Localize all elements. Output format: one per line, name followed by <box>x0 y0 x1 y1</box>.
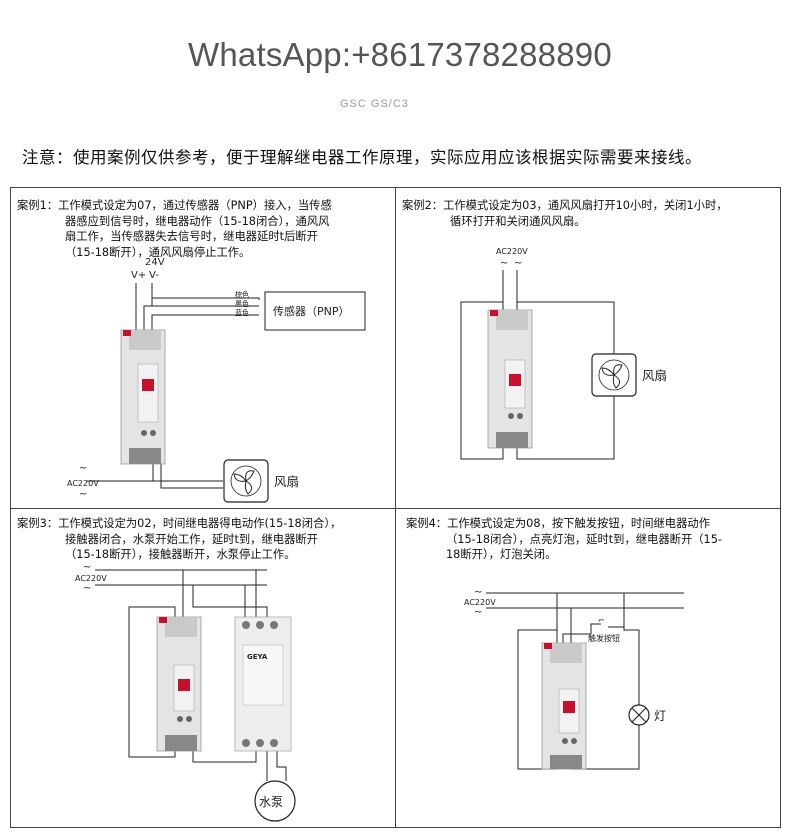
relay-display <box>563 701 575 713</box>
relay-module <box>120 329 166 465</box>
fan-icon <box>223 459 269 503</box>
fan-label: 风扇 <box>642 368 667 383</box>
switch-symbol: ⌐ <box>598 616 605 625</box>
ac-label: AC220V <box>67 479 99 488</box>
tilde: ~ <box>83 583 91 594</box>
wires <box>460 270 615 460</box>
wire-blue-label: 蓝色 <box>235 308 249 317</box>
case-1-caption: 案例1：工作模式设定为07，通过传感器（PNP）接入，当传感 器感应到信号时，继… <box>17 198 332 260</box>
tilde: ~ <box>79 489 87 500</box>
tilde: ~ <box>474 587 482 598</box>
caption-line: 接触器闭合，水泵开始工作，延时t到，继电器断开 <box>65 532 318 546</box>
pump-label: 水泵 <box>259 795 283 809</box>
sensor-box <box>264 291 366 331</box>
caption-line: 案例4：工作模式设定为08，按下触发按钮，时间继电器动作 <box>406 517 710 530</box>
wires <box>95 569 287 781</box>
caption-line: 案例2：工作模式设定为03，通风风扇打开10小时，关闭1小时， <box>402 199 728 212</box>
supply-label: 24V <box>145 257 165 268</box>
fan-label: 风扇 <box>274 474 299 489</box>
caption-line: 扇工作，当传感器失去信号时，继电器延时t后断开 <box>65 230 318 243</box>
tilde: ~ <box>500 258 508 269</box>
watermark-text: WhatsApp:+8617378288890 <box>188 36 612 73</box>
vplus-label: V+ <box>131 270 146 281</box>
wires <box>486 592 684 770</box>
caption-line: 器感应到信号时，继电器动作（15-18闭合），通风风 <box>65 214 330 228</box>
tilde: ~ <box>474 607 482 618</box>
caption-line: （15-18断开），通风风扇停止工作。 <box>65 245 251 259</box>
ac-label: AC220V <box>464 598 496 607</box>
lamp-label: 灯 <box>654 709 666 723</box>
case-4-wiring-diagram: ~ AC220V ~ ⌐ 触发按钮 <box>464 587 684 770</box>
case-2-wiring-diagram: AC220V ~ ~ 风扇 <box>460 247 667 460</box>
relay-module <box>541 642 587 770</box>
usage-note: 注意：使用案例仅供参考，便于理解继电器工作原理，实际应用应该根据实际需要来接线。 <box>22 148 702 167</box>
wires <box>87 283 260 489</box>
ac-label: AC220V <box>75 574 107 583</box>
case-3-wiring-diagram: ~ AC220V ~ <box>75 562 296 822</box>
pump-icon <box>254 780 296 822</box>
caption-line: 案例1：工作模式设定为07，通过传感器（PNP）接入，当传感 <box>17 199 332 212</box>
case-2-caption: 案例2：工作模式设定为03，通风风扇打开10小时，关闭1小时， 循环打开和关闭通… <box>402 198 728 229</box>
caption-line: 案例3：工作模式设定为02，时间继电器得电动作(15-18闭合）， <box>17 517 342 530</box>
relay-module <box>156 616 202 752</box>
relay-module <box>487 309 533 449</box>
wire-black-label: 黑色 <box>235 299 249 308</box>
caption-line: （15-18闭合），点亮灯泡，延时t到，继电器断开（15- <box>446 532 722 546</box>
relay-display <box>142 379 154 391</box>
lamp-icon <box>628 704 650 726</box>
case-panel-3: 案例3：工作模式设定为02，时间继电器得电动作(15-18闭合）， 接触器闭合，… <box>10 508 396 828</box>
faint-caption: GSC GS/C3 <box>340 98 409 110</box>
tilde: ~ <box>83 562 91 573</box>
relay-display <box>509 374 521 386</box>
case-3-caption: 案例3：工作模式设定为02，时间继电器得电动作(15-18闭合）， 接触器闭合，… <box>17 516 341 563</box>
button-label: 触发按钮 <box>588 633 620 643</box>
tilde: ~ <box>514 258 522 269</box>
ac-label: AC220V <box>496 247 528 256</box>
case-panel-4: 案例4：工作模式设定为08，按下触发按钮，时间继电器动作 （15-18闭合），点… <box>395 508 781 828</box>
wire-brown-label: 棕色 <box>235 290 249 299</box>
caption-line: 18断开），灯泡关闭。 <box>446 548 557 561</box>
caption-line: （15-18断开），接触器断开，水泵停止工作。 <box>65 548 296 561</box>
vminus-label: V- <box>149 270 159 281</box>
case-panel-1: 案例1：工作模式设定为07，通过传感器（PNP）接入，当传感 器感应到信号时，继… <box>10 187 396 509</box>
case-4-caption: 案例4：工作模式设定为08，按下触发按钮，时间继电器动作 （15-18闭合），点… <box>406 516 722 563</box>
sensor-label: 传感器（PNP） <box>273 305 350 318</box>
case-panel-2: 案例2：工作模式设定为03，通风风扇打开10小时，关闭1小时， 循环打开和关闭通… <box>395 187 781 509</box>
case-1-wiring-diagram: 24V V+ V- 棕色 黑色 蓝色 传感器（PNP） ~ AC220V ~ <box>67 257 366 503</box>
caption-line: 循环打开和关闭通风风扇。 <box>450 214 586 228</box>
brand-label: GEYA <box>247 653 268 661</box>
tilde: ~ <box>79 463 87 474</box>
contactor-module: GEYA <box>234 616 292 752</box>
relay-display <box>178 679 190 691</box>
fan-icon <box>591 353 637 397</box>
